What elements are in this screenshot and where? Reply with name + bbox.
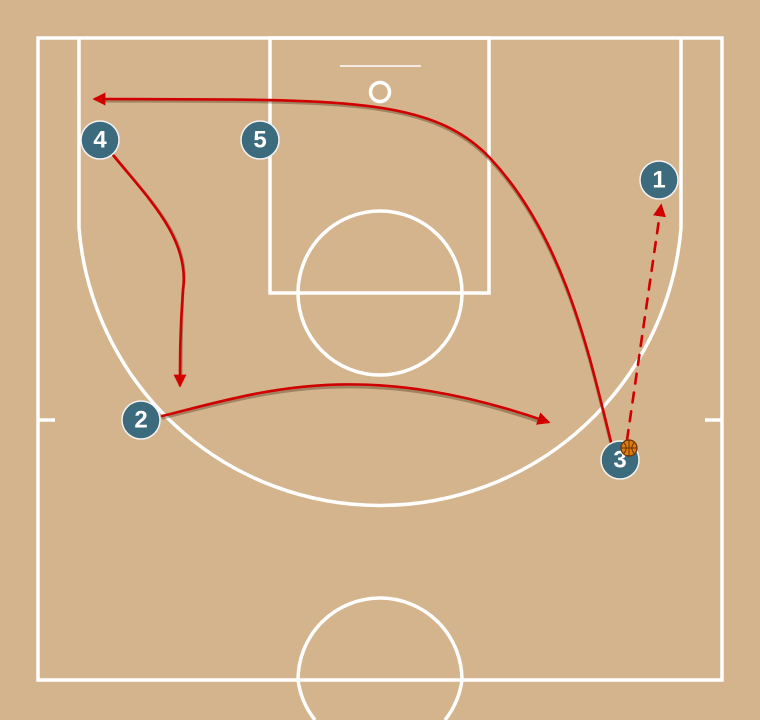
cut-arrow-4: [111, 153, 187, 388]
free-throw-circle: [296, 209, 464, 377]
player-label: 1: [652, 167, 665, 194]
cut-arrow-2: [160, 383, 551, 425]
center-circle-lower-right: [443, 679, 464, 720]
paint-lane: [268, 36, 491, 295]
basketball-icon: [620, 439, 638, 457]
player-marker: [639, 160, 679, 200]
rim: [368, 80, 392, 104]
player-4: 4: [80, 120, 120, 160]
player-label: 2: [134, 407, 147, 434]
cut-arrow-3: [92, 92, 613, 444]
pass-arrow-3-to-1: [625, 203, 666, 442]
movement-arrows: [92, 92, 666, 444]
player-marker: [80, 120, 120, 160]
player-2: 2: [121, 400, 161, 440]
center-circle: [296, 596, 464, 681]
player-1: 1: [639, 160, 679, 200]
player-5: 5: [240, 120, 280, 160]
three-point-line: [77, 38, 683, 508]
court-lines: [36, 36, 724, 720]
player-marker: [121, 400, 161, 440]
player-marker: [240, 120, 280, 160]
player-label: 5: [253, 127, 266, 154]
player-label: 4: [93, 127, 107, 154]
center-circle-lower: [296, 679, 317, 720]
